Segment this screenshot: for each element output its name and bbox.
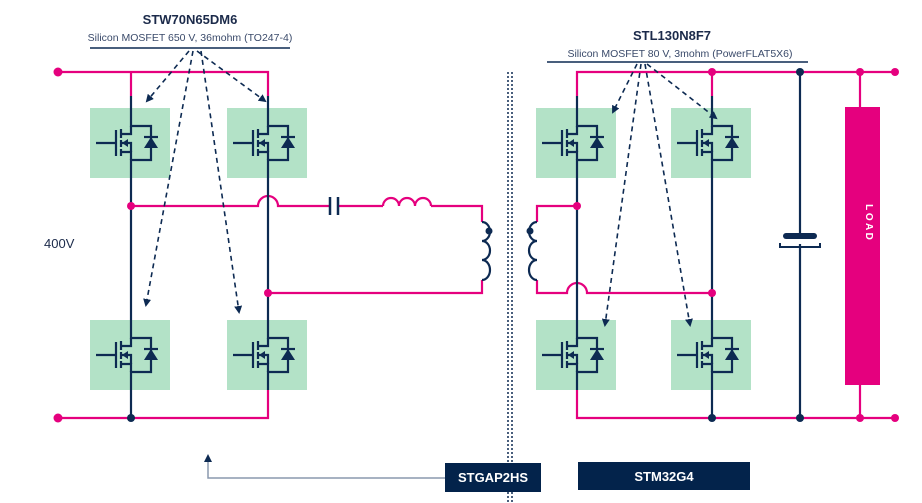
body-arrow-icon (259, 139, 265, 147)
secondary-dot (526, 227, 534, 235)
primary-wire (268, 204, 484, 295)
body-diode-icon (590, 349, 604, 360)
left-device-part: STW70N65DM6 (143, 12, 238, 27)
node-dot (127, 414, 135, 422)
body-arrow-icon (122, 351, 128, 359)
dc-link-capacitor-plate (783, 233, 817, 239)
body-diode-icon (281, 137, 295, 148)
pointer-arrow (646, 63, 718, 120)
mosfet-switch (671, 108, 751, 178)
body-arrow-icon (703, 139, 709, 147)
pointer-arrow (196, 50, 267, 103)
load (845, 107, 880, 385)
stgap2hs-label: STGAP2HS (458, 470, 528, 485)
stm32g4-label: STM32G4 (634, 469, 694, 484)
pointer-arrow (200, 50, 243, 314)
node-dot (856, 414, 864, 422)
right-bottom-rail (575, 385, 895, 420)
right-device-part: STL130N8F7 (633, 28, 711, 43)
mosfet-switch (536, 108, 616, 178)
mosfet-switch (90, 108, 170, 178)
node-dot (127, 202, 135, 210)
secondary-wire (535, 204, 712, 295)
node-dot (796, 414, 804, 422)
node-dot (796, 68, 804, 76)
body-diode-icon (725, 137, 739, 148)
left-device-description: Silicon MOSFET 650 V, 36mohm (TO247-4) (88, 32, 293, 44)
resonant-inductor (381, 196, 433, 207)
body-arrow-icon (259, 351, 265, 359)
pointer-arrow (601, 63, 642, 327)
resonant-capacitor (328, 197, 340, 215)
body-diode-icon (144, 137, 158, 148)
body-diode-icon (281, 349, 295, 360)
pointer-arrow (143, 50, 194, 307)
body-diode-icon (725, 349, 739, 360)
mosfet-switch (227, 108, 307, 178)
input-voltage-label: 400V (44, 236, 75, 251)
node-dot (264, 289, 272, 297)
node-dot (53, 67, 63, 77)
body-arrow-icon (568, 139, 574, 147)
right-device-description: Silicon MOSFET 80 V, 3mohm (PowerFLAT5X6… (567, 48, 792, 60)
stgap2hs-box: STGAP2HS (445, 463, 541, 492)
node-dot (891, 414, 899, 422)
load-label: L O A D (863, 204, 874, 240)
node-dot (891, 68, 899, 76)
resonant-upper-wire (131, 194, 383, 208)
pointer-arrow (644, 63, 693, 327)
primary-dot (485, 227, 493, 235)
mosfet-switch (536, 320, 616, 390)
left-top-rail (58, 70, 270, 96)
node-dot (53, 413, 63, 423)
node-dot (856, 68, 864, 76)
body-diode-icon (144, 349, 158, 360)
body-arrow-icon (703, 351, 709, 359)
stm32g4-box: STM32G4 (578, 462, 750, 490)
left-bottom-rail (58, 388, 270, 420)
body-arrow-icon (568, 351, 574, 359)
node-dot (708, 414, 716, 422)
gate-drive-signal (204, 454, 445, 479)
body-arrow-icon (122, 139, 128, 147)
pointer-arrow (145, 50, 190, 103)
node-dot (708, 68, 716, 76)
mosfet-switch (671, 320, 751, 390)
dc-link-capacitor (779, 243, 821, 248)
mosfet-switch (227, 320, 307, 390)
body-diode-icon (590, 137, 604, 148)
mosfet-switch (90, 320, 170, 390)
node-dot (708, 289, 716, 297)
node-dot (573, 202, 581, 210)
